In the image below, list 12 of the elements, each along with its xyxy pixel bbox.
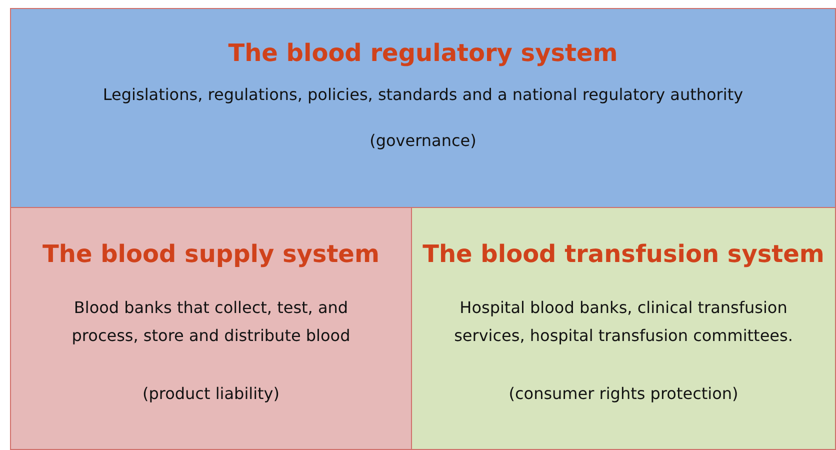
panel-heading: The blood transfusion system: [422, 240, 824, 268]
system-panel: [411, 207, 836, 450]
panel-description: Legislations, regulations, policies, standards and a national regulatory authority: [102, 84, 744, 106]
panel-note: (product liability): [142, 384, 280, 403]
system-panel: [10, 8, 836, 208]
panel-note: (governance): [370, 131, 476, 150]
panel-heading: The blood supply system: [42, 240, 380, 268]
panel-description: Blood banks that collect, test, and process, store and distribute blood: [70, 297, 352, 347]
panel-heading: The blood regulatory system: [228, 39, 618, 67]
panel-description: Hospital blood banks, clinical transfusion services, hospital transfusion committees.: [453, 297, 794, 347]
panel-note: (consumer rights protection): [508, 384, 738, 403]
system-panel: [10, 207, 412, 450]
